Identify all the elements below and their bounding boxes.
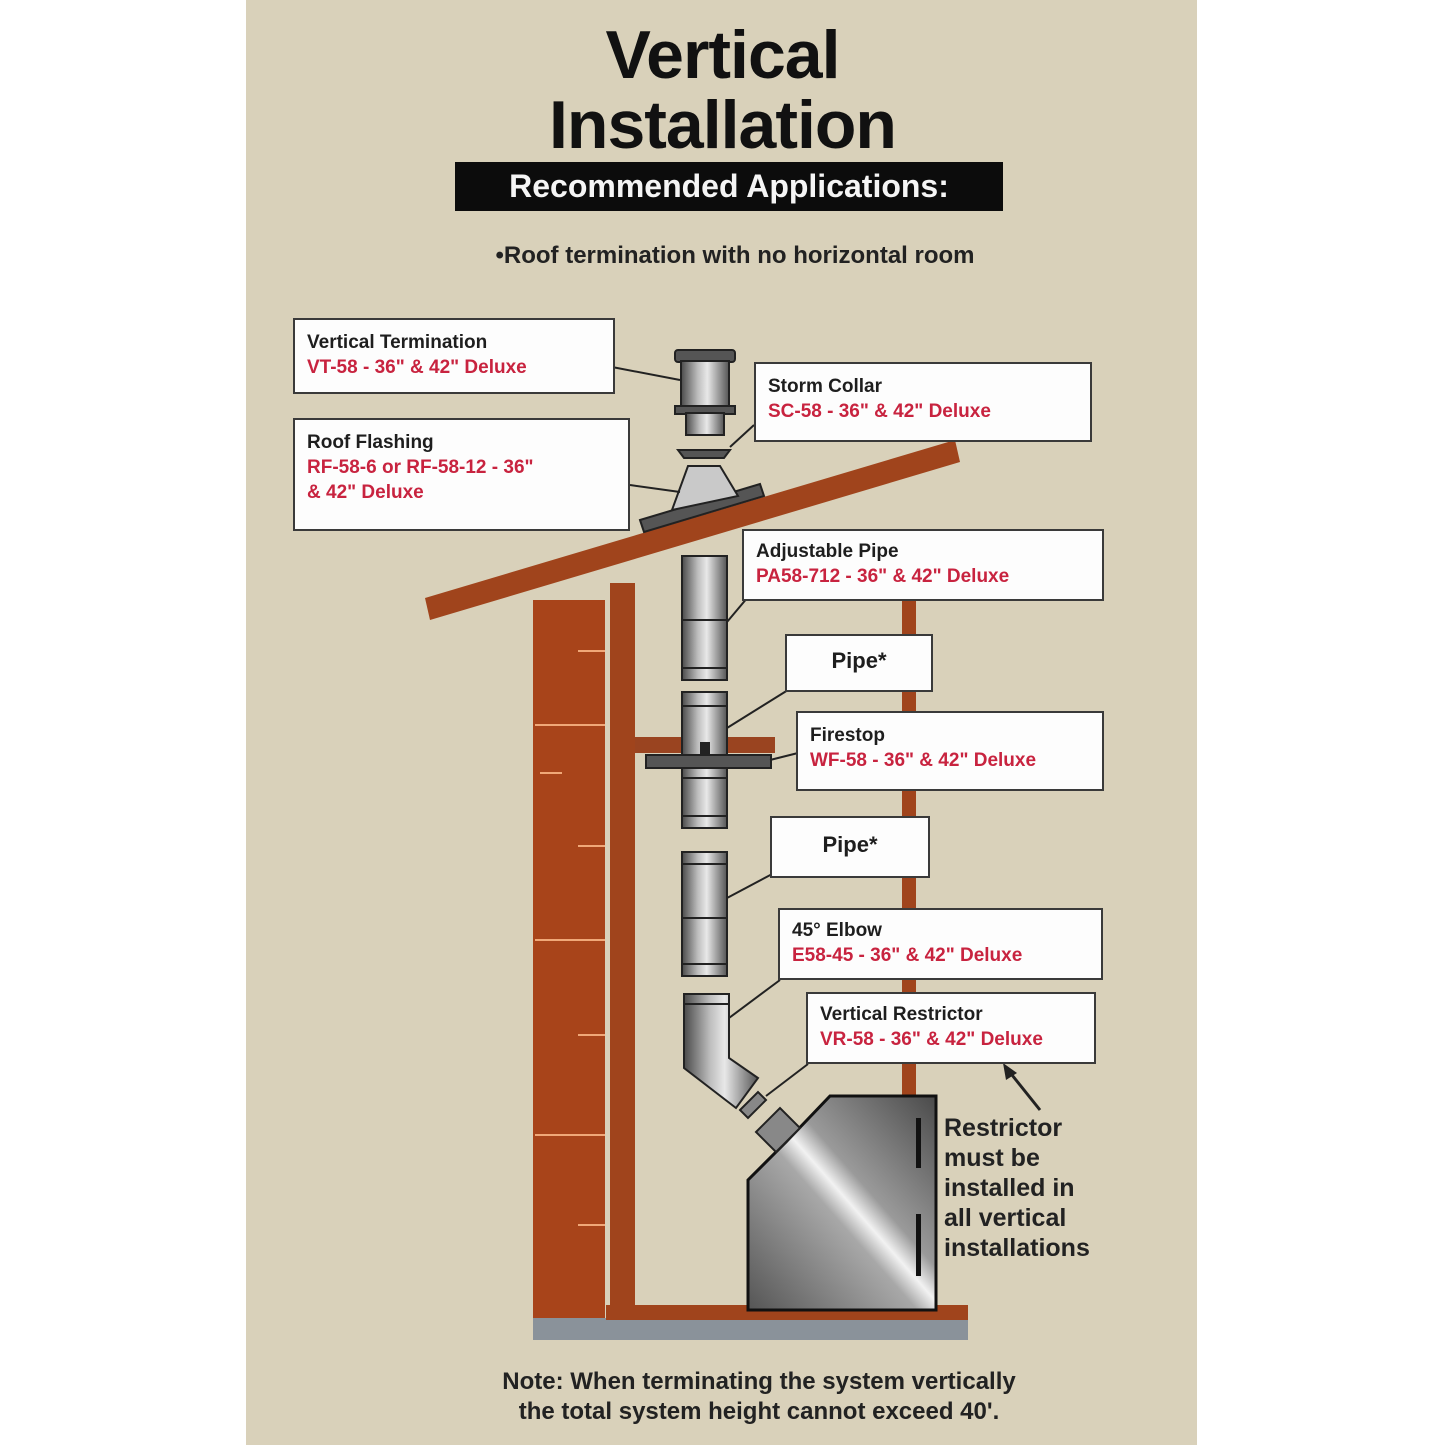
- note-line: all vertical: [944, 1204, 1067, 1232]
- recommended-applications-banner: Recommended Applications:: [455, 162, 1003, 211]
- height-limit-note: Note: When terminating the system vertic…: [0, 1367, 1445, 1427]
- note-line-2: the total system height cannot exceed 40…: [518, 1398, 1000, 1425]
- callout-name: Storm Collar: [768, 376, 883, 397]
- callout-pipe-lower: Pipe*: [770, 816, 930, 878]
- callout-storm-collar: Storm Collar SC-58 - 36" & 42" Deluxe: [754, 362, 1092, 442]
- callout-vertical-termination: Vertical Termination VT-58 - 36" & 42" D…: [293, 318, 615, 394]
- callout-code: VT-58 - 36" & 42" Deluxe: [307, 357, 527, 378]
- firestop-plate: [645, 754, 772, 769]
- callout-name: Pipe*: [831, 648, 887, 673]
- callout-roof-flashing: Roof Flashing RF-58-6 or RF-58-12 - 36" …: [293, 418, 630, 531]
- note-line: installations: [944, 1234, 1090, 1262]
- callout-code-continued: & 42" Deluxe: [307, 482, 424, 503]
- callout-code: WF-58 - 36" & 42" Deluxe: [810, 750, 1037, 771]
- title-line-1: Vertical: [605, 17, 841, 93]
- callout-code: RF-58-6 or RF-58-12 - 36": [307, 457, 534, 478]
- note-line: must be: [944, 1144, 1040, 1172]
- note-line: Restrictor: [944, 1114, 1063, 1142]
- storm-collar-part: [676, 449, 732, 459]
- vertical-termination-cap: [680, 360, 730, 412]
- callout-firestop: Firestop WF-58 - 36" & 42" Deluxe: [796, 711, 1104, 791]
- callout-code: VR-58 - 36" & 42" Deluxe: [820, 1029, 1043, 1050]
- callout-pipe-upper: Pipe*: [785, 634, 933, 692]
- callout-name: Vertical Termination: [307, 332, 488, 353]
- callout-name: Pipe*: [822, 832, 878, 857]
- callout-elbow-45: 45° Elbow E58-45 - 36" & 42" Deluxe: [778, 908, 1103, 980]
- restrictor-requirement-note: Restrictor must be installed in all vert…: [944, 1113, 1114, 1263]
- application-bullet: •Roof termination with no horizontal roo…: [495, 242, 975, 269]
- callout-code: SC-58 - 36" & 42" Deluxe: [768, 401, 991, 422]
- callout-name: 45° Elbow: [792, 920, 882, 941]
- roof-rafter: [425, 440, 960, 620]
- vertical-restrictor-part: [738, 1090, 768, 1120]
- callout-code: PA58-712 - 36" & 42" Deluxe: [756, 566, 1010, 587]
- pipe-part-2: [681, 851, 728, 977]
- callout-vertical-restrictor: Vertical Restrictor VR-58 - 36" & 42" De…: [806, 992, 1096, 1064]
- callout-code: E58-45 - 36" & 42" Deluxe: [792, 945, 1023, 966]
- note-line: installed in: [944, 1174, 1075, 1202]
- callout-name: Firestop: [810, 725, 885, 746]
- callout-name: Adjustable Pipe: [756, 541, 899, 562]
- roof-flashing-cone: [670, 465, 740, 512]
- title-line-2: Installation: [549, 87, 897, 163]
- note-line-1: Note: When terminating the system vertic…: [502, 1368, 1016, 1395]
- exterior-wall: [533, 600, 605, 1318]
- callout-name: Roof Flashing: [307, 432, 434, 453]
- callout-adjustable-pipe: Adjustable Pipe PA58-712 - 36" & 42" Del…: [742, 529, 1104, 601]
- adjustable-pipe-part: [681, 555, 728, 681]
- wall-stud: [610, 583, 635, 1318]
- foundation-slab: [533, 1318, 968, 1340]
- callout-name: Vertical Restrictor: [820, 1004, 983, 1025]
- elbow-45-part: [683, 993, 760, 1110]
